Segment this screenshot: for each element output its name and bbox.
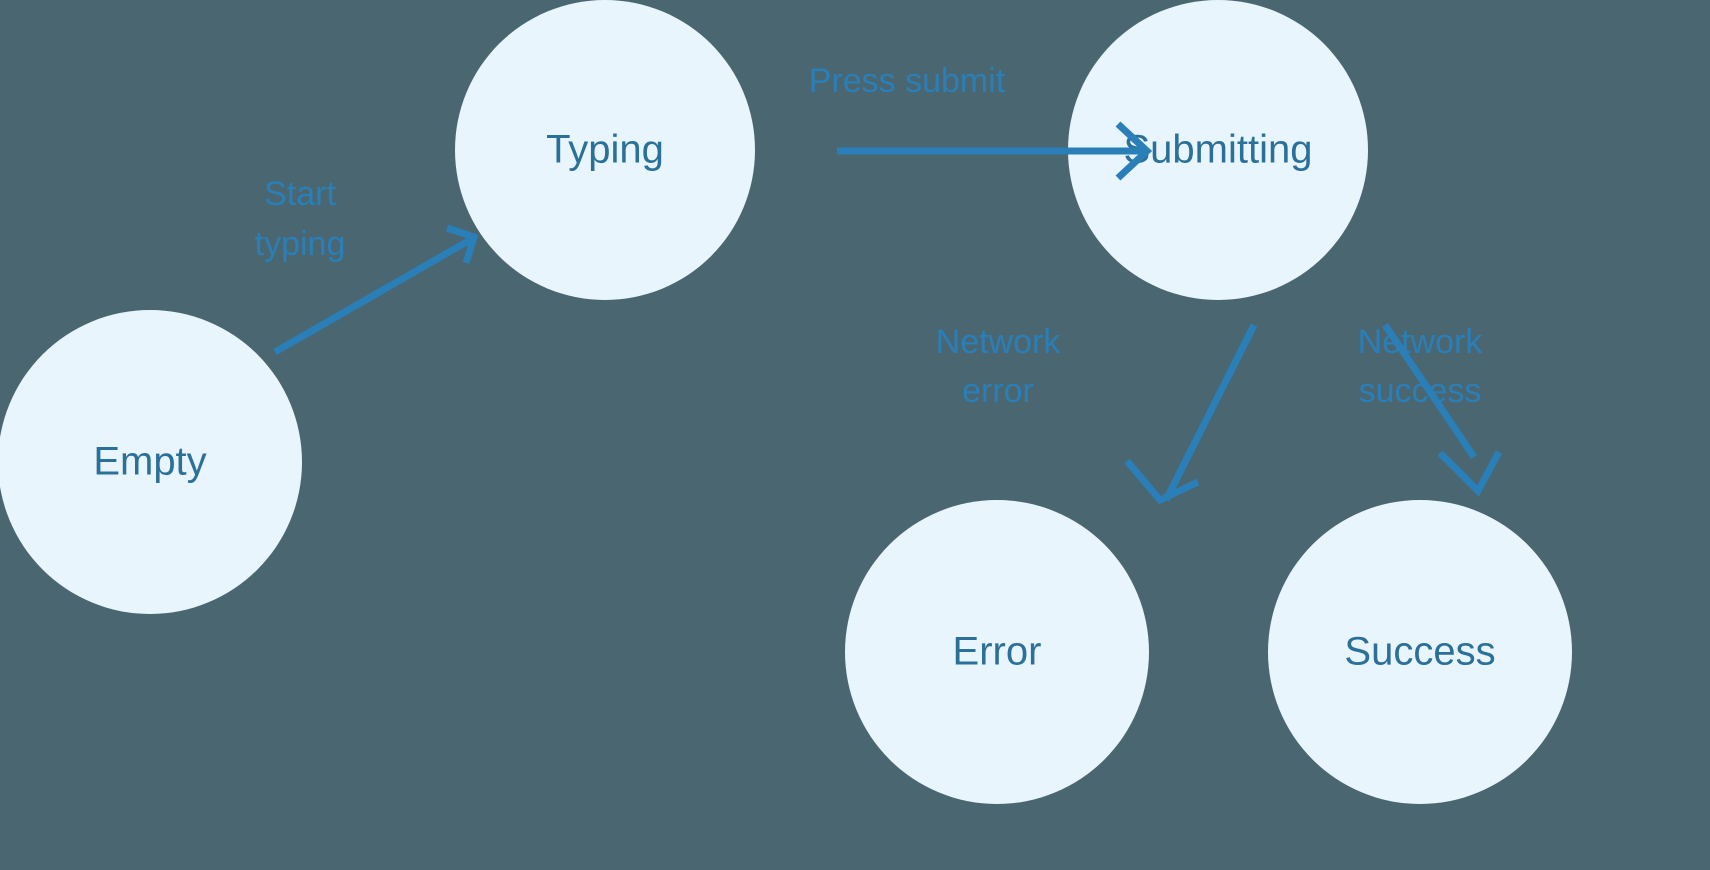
edge-submitting-to-error-arrowhead <box>1124 458 1200 505</box>
edge-label-start-typing-line2: typing <box>255 225 346 263</box>
node-typing-circle[interactable] <box>455 0 755 300</box>
edge-empty-to-typing-arrowhead <box>445 224 479 265</box>
edge-label-network-error-line1: Network <box>936 323 1062 361</box>
node-submitting[interactable]: Submitting <box>1068 0 1368 300</box>
node-empty-label: Empty <box>93 440 206 484</box>
edge-label-network-success-line1: Network <box>1358 323 1484 361</box>
node-typing[interactable]: Typing <box>455 0 755 300</box>
edge-empty-to-typing[interactable] <box>273 224 479 356</box>
node-success-circle[interactable] <box>1268 500 1572 804</box>
node-success[interactable]: Success <box>1268 500 1572 804</box>
edge-label-press-submit-line1: Press submit <box>809 62 1006 100</box>
edge-label-press-submit: Press submit <box>809 62 1006 100</box>
edge-label-start-typing: Start typing <box>255 175 346 263</box>
edge-submitting-to-success[interactable] <box>1382 323 1503 497</box>
edge-empty-to-typing-line <box>273 236 472 356</box>
edge-label-network-success-line2: success <box>1359 372 1482 410</box>
node-error-label: Error <box>953 630 1042 674</box>
node-empty[interactable]: Empty <box>0 310 302 614</box>
edge-label-network-error-line2: error <box>962 372 1034 410</box>
edge-label-start-typing-line1: Start <box>264 175 336 213</box>
edge-submitting-to-error-line <box>1162 323 1258 502</box>
node-success-label: Success <box>1344 630 1495 674</box>
node-submitting-label: Submitting <box>1124 128 1313 172</box>
edge-submitting-to-error[interactable] <box>1124 323 1258 505</box>
edge-label-network-error: Network error <box>936 323 1062 410</box>
edge-typing-to-submitting[interactable] <box>837 121 1153 181</box>
node-error-circle[interactable] <box>845 500 1149 804</box>
edge-typing-to-submitting-arrowhead <box>1115 121 1153 181</box>
edge-label-network-success: Network success <box>1358 323 1484 410</box>
node-typing-label: Typing <box>546 128 664 172</box>
node-submitting-circle[interactable] <box>1068 0 1368 300</box>
node-empty-circle[interactable] <box>0 310 302 614</box>
edge-submitting-to-success-line <box>1382 323 1477 459</box>
edge-submitting-to-success-arrowhead <box>1437 450 1503 497</box>
node-error[interactable]: Error <box>845 500 1149 804</box>
